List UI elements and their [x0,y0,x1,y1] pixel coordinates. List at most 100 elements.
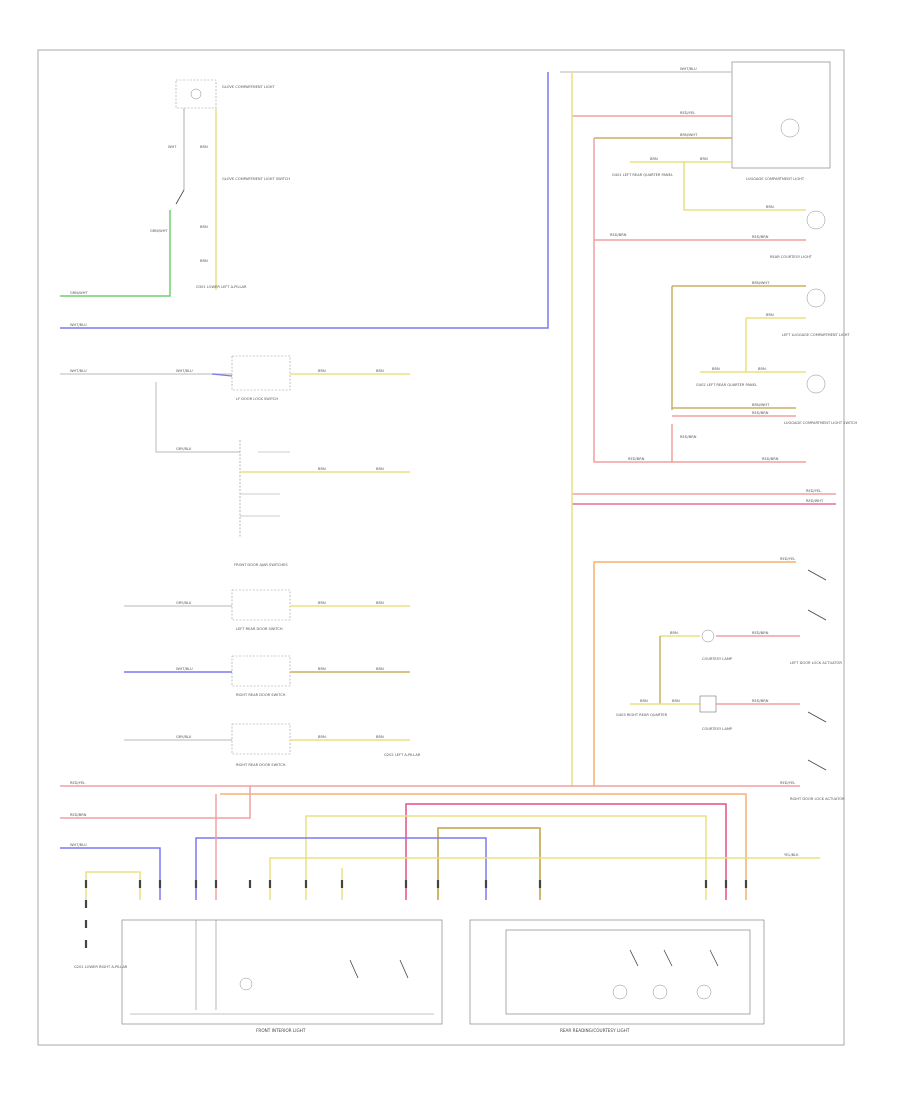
wire-label: BRN [758,367,766,371]
lf-door-switch-label: LF DOOR LOCK SWITCH [236,397,278,401]
luggage-compartment-light-label: LUGGAGE COMPARTMENT LIGHT [746,177,805,181]
wire-label: BRN [318,735,326,739]
door-ajar-switches-label: FRONT DOOR AJAR SWITCHES [234,563,288,567]
wire-label: RED/YEL [70,781,85,785]
luggage-light-box [731,61,831,169]
wire-label: BRN [700,157,708,161]
wire-label: BRN [376,667,384,671]
ground-label: G403 RIGHT REAR QUARTER [616,713,668,717]
wire-label: RED/WHT [806,499,824,503]
wire-label: GRY/BLU [176,601,192,605]
wire-label: GRN/WHT [150,229,168,233]
right-door-lock-contact-icon [807,759,827,771]
luggage-switch-label: LUGGAGE COMPARTMENT LIGHT SWITCH [784,421,858,425]
ground-label: G401 LEFT REAR QUARTER PANEL [612,173,673,177]
front-interior-light-module: FRONT INTERIOR LIGHT [121,919,443,1033]
courtesy-lamp-right-box [699,695,717,713]
glove-light-bulb-icon [190,88,202,100]
rear-reading-switch-icon [663,949,673,967]
left-door-lock-contact-icon [807,569,827,581]
courtesy-lamp-left-label: COURTESY LAMP [702,657,733,661]
ground-label: G201 LOWER RIGHT A-PILLAR [74,965,128,969]
right-rear-door-switch-2-label: RIGHT REAR DOOR SWITCH [236,763,286,767]
rear-reading-bulb-icon [612,984,628,1000]
rear-reading-switch-icon [709,949,719,967]
wire-label: BRN [200,259,208,263]
green-wire [60,210,171,297]
wire-label: BRN [672,699,680,703]
wire-label: BRN [640,699,648,703]
glove-compartment-light-label: GLOVE COMPARTMENT LIGHT [222,85,276,89]
wire-label: RED/BRN [610,233,627,237]
wire-label: BRN [376,601,384,605]
wire-label: RED/YEL [680,111,695,115]
front-interior-light-label: FRONT INTERIOR LIGHT [256,1028,306,1033]
wire-label: YEL/BLK [784,853,799,857]
wire-label: BRN [318,369,326,373]
wire-label: WHT/BLU [176,667,193,671]
blue-wire [60,72,549,329]
glove-compartment-group: GLOVE COMPARTMENT LIGHT WHT BRN GLOVE CO… [60,72,549,329]
wire-label: RED/YEL [806,489,821,493]
rear-reading-light-box [469,919,765,1025]
front-light-switch-icon [349,959,359,979]
wire-label: RED/YEL [780,557,795,561]
wire-label: BRN/WHT [752,281,770,285]
wire-label: WHT/BLU [680,67,697,71]
left-door-lock-label: LEFT DOOR LOCK ACTUATOR [790,661,842,665]
wire-label: RED/BRN [752,631,769,635]
ground-label: G402 LEFT REAR QUARTER PANEL [696,383,757,387]
wire-label: RED/BRN [752,699,769,703]
front-light-bulb-icon [239,977,253,991]
wire-label: BRN [712,367,720,371]
rear-reading-light-module: REAR READING/COURTESY LIGHT [469,919,765,1033]
front-interior-light-box [121,919,443,1025]
rear-courtesy-bulb-icon [806,210,826,230]
wire-label: BRN [318,467,326,471]
wire-label: WHT/BLU [176,369,193,373]
wire-label: BRN [650,157,658,161]
right-door-lock-contact-icon [807,711,827,723]
rear-reading-bulb-icon [696,984,712,1000]
glove-switch-contact-icon [175,189,185,205]
front-light-switch-icon [399,959,409,979]
lf-door-switch-box [231,355,291,391]
door-lock-group: RED/YEL LEFT DOOR LOCK ACTUATOR BRN RED/… [571,72,845,801]
wire-label: WHT/BLU [70,323,87,327]
rear-reading-bulb-icon [652,984,668,1000]
wire-label: RED/BRN [70,813,87,817]
left-rear-door-switch-box [231,589,291,621]
wire-label: RED/BRN [762,457,779,461]
wire-label: BRN [766,313,774,317]
rear-reading-light-inner-box [505,929,751,1015]
wire-label: BRN/WHT [680,133,698,137]
left-luggage-light-label: LEFT LUGGAGE COMPARTMENT LIGHT [782,333,850,337]
wire-label: BRN [376,369,384,373]
wire-label: BRN [200,225,208,229]
right-rear-door-switch-box [231,655,291,687]
right-door-lock-label: RIGHT DOOR LOCK ACTUATOR [790,797,845,801]
courtesy-lamp-left-icon [701,629,715,643]
wire-label: RED/BRN [628,457,645,461]
wire-label: WHT/BLU [70,369,87,373]
wire-label: GRY/BLU [176,735,192,739]
wire-label: GRY/BLU [176,447,192,451]
wire-label: BRN [318,667,326,671]
glove-compartment-light-box [175,79,217,109]
right-luggage-bulb-icon [806,374,826,394]
wire-label: RED/BRN [752,411,769,415]
wire-label: BRN [376,735,384,739]
wire-label: BRN [376,467,384,471]
rear-reading-switch-icon [629,949,639,967]
rear-reading-light-label: REAR READING/COURTESY LIGHT [560,1028,630,1033]
wire-label: BRN/WHT [752,403,770,407]
wire-label: BRN [200,145,208,149]
left-door-lock-contact-icon [807,609,827,621]
luggage-light-bulb-icon [780,118,800,138]
glove-compartment-switch-label: GLOVE COMPARTMENT LIGHT SWITCH [222,177,290,181]
connector-pins [84,880,748,948]
wire-label: GRN/WHT [70,291,88,295]
left-luggage-bulb-icon [806,288,826,308]
wire-label: BRN [318,601,326,605]
